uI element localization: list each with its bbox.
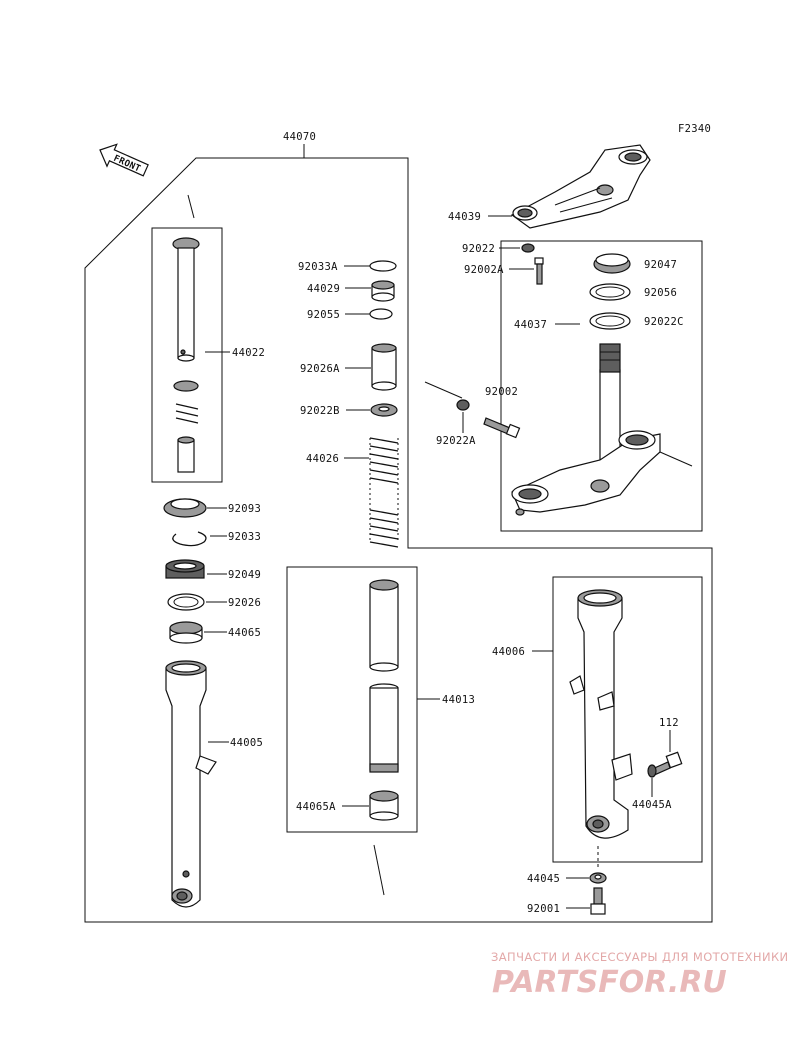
washer-92026-part: [167, 593, 205, 611]
label-92056: 92056: [644, 287, 677, 299]
seal-92047-part: [593, 253, 631, 274]
label-44026: 44026: [306, 453, 339, 465]
label-112: 112: [659, 717, 679, 729]
cap-44029-part: [371, 280, 395, 302]
upper-bracket-part: [510, 144, 651, 229]
front-arrow-icon: FRONT: [99, 143, 149, 177]
washer-92022B-part: [370, 403, 398, 417]
lower-bracket-stem-part: [511, 343, 661, 516]
circlip-92033-part: [172, 531, 207, 547]
label-92022: 92022: [462, 243, 495, 255]
label-92002: 92002: [485, 386, 518, 398]
label-44045A: 44045A: [632, 799, 672, 811]
label-92033A: 92033A: [298, 261, 338, 273]
damper-rod-44022-part: [172, 237, 200, 473]
bolt-92002-part: [483, 417, 521, 439]
bushing-44065A-part: [369, 790, 399, 821]
outer-tube-44005-part: [165, 660, 217, 908]
label-44022: 44022: [232, 347, 265, 359]
bolt-92001-part: [590, 887, 606, 915]
label-44070: 44070: [283, 131, 316, 143]
label-92093: 92093: [228, 503, 261, 515]
label-44065A: 44065A: [296, 801, 336, 813]
label-92022A: 92022A: [436, 435, 476, 447]
washer-92022-part: [521, 243, 535, 253]
watermark-line1: ЗАПЧАСТИ И АКСЕССУАРЫ ДЛЯ МОТОТЕХНИКИ: [491, 950, 789, 964]
outer-tube-44006-part: [569, 589, 633, 839]
seal-92093-part: [163, 498, 207, 518]
label-44045: 44045: [527, 873, 560, 885]
label-44006: 44006: [492, 646, 525, 658]
washer-44045A-part: [647, 764, 657, 778]
label-44039: 44039: [448, 211, 481, 223]
washer-44045-part: [589, 872, 607, 884]
label-92022C: 92022C: [644, 316, 684, 328]
label-44029: 44029: [307, 283, 340, 295]
oil-seal-92049-part: [165, 559, 205, 579]
label-92022B: 92022B: [300, 405, 340, 417]
outline-assembly-44070: [84, 157, 713, 923]
label-92001: 92001: [527, 903, 560, 915]
watermark-logo: PARTSFOR.RU: [492, 965, 727, 1000]
spring-44026-part: [369, 437, 399, 548]
label-92049: 92049: [228, 569, 261, 581]
outline-44037: [500, 240, 703, 532]
oring-92055-part: [369, 308, 393, 320]
label-92033: 92033: [228, 531, 261, 543]
label-44065: 44065: [228, 627, 261, 639]
label-92055: 92055: [307, 309, 340, 321]
label-92047: 92047: [644, 259, 677, 271]
circlip-92033A-part: [369, 260, 397, 272]
bushing-44065-part: [169, 621, 203, 644]
label-92002A: 92002A: [464, 264, 504, 276]
label-44005: 44005: [230, 737, 263, 749]
label-92026A: 92026A: [300, 363, 340, 375]
washer-92022A-part: [456, 399, 470, 411]
label-44013: 44013: [442, 694, 475, 706]
inner-tube-44013-part: [369, 579, 399, 773]
spacer-92026A-part: [371, 343, 397, 391]
bolt-92002A-part: [534, 257, 544, 285]
label-44037: 44037: [514, 319, 547, 331]
outline-44006: [552, 576, 703, 863]
figure-code: F2340: [678, 123, 711, 135]
outline-44022: [151, 227, 223, 483]
label-92026: 92026: [228, 597, 261, 609]
